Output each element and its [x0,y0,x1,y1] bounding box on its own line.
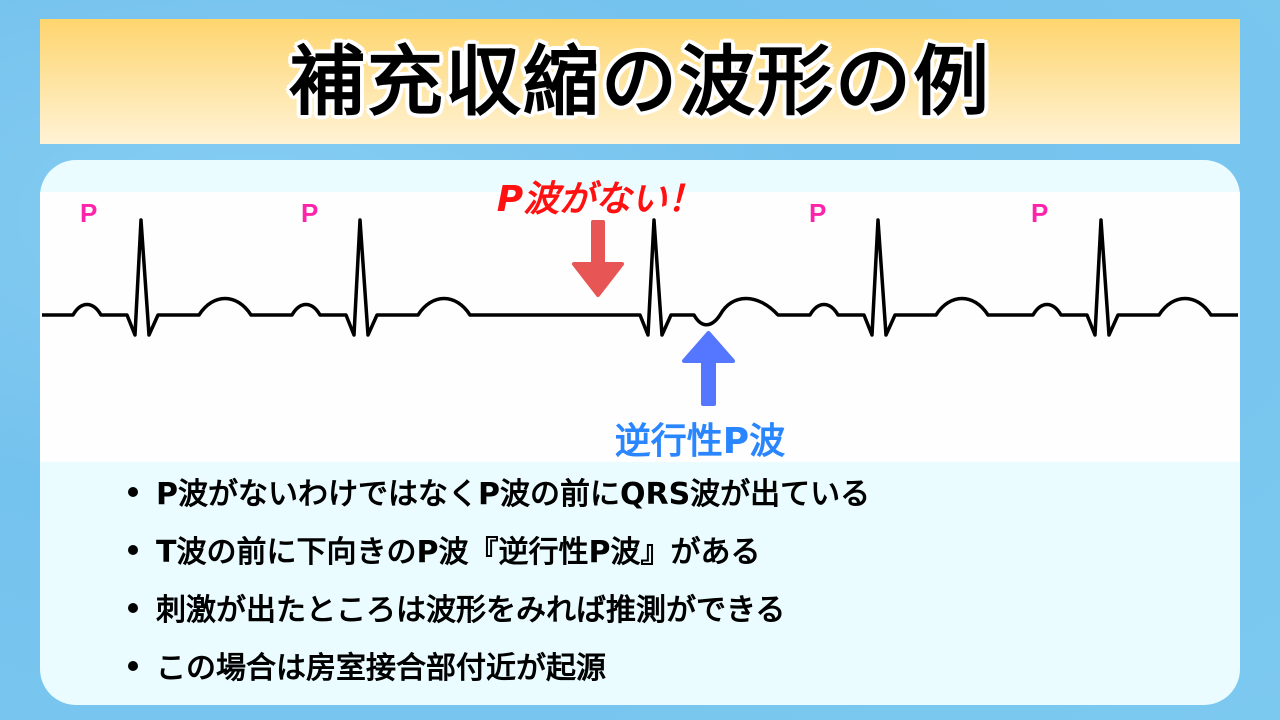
bullet-icon [128,602,138,613]
title-banner: 補充収縮の波形の例 [40,19,1240,144]
list-item: この場合は房室接合部付近が起源 [122,646,870,704]
retrograde-p-wave-label: 逆行性P波 [614,421,786,462]
p-wave-label: P [80,198,98,228]
bullet-icon [128,486,138,497]
missing-p-arrow-icon [572,220,624,297]
page-title: 補充収縮の波形の例 [289,37,991,126]
retrograde-p-arrow-icon [682,331,735,406]
ecg-waveform [42,218,1238,337]
list-item: 刺激が出たところは波形をみれば推測ができる [122,588,870,646]
list-item-text: T波の前に下向きのP波『逆行性P波』がある [156,535,761,570]
p-wave-label: P [1031,198,1049,228]
content-panel [40,160,1240,705]
list-item-text: 刺激が出たところは波形をみれば推測ができる [156,593,786,628]
list-item-text: P波がないわけではなくP波の前にQRS波が出ている [156,477,871,512]
explanation-list: P波がないわけではなくP波の前にQRS波が出ている T波の前に下向きのP波『逆行… [122,472,870,704]
bullet-icon [128,544,138,555]
list-item-text: この場合は房室接合部付近が起源 [156,651,606,686]
list-item: P波がないわけではなくP波の前にQRS波が出ている [122,472,870,530]
p-wave-label: P [301,198,319,228]
bullet-icon [128,660,138,671]
ecg-area [40,192,1240,462]
list-item: T波の前に下向きのP波『逆行性P波』がある [122,530,870,588]
p-wave-label: P [809,198,827,228]
missing-p-wave-label: P波がない！ [496,179,704,220]
